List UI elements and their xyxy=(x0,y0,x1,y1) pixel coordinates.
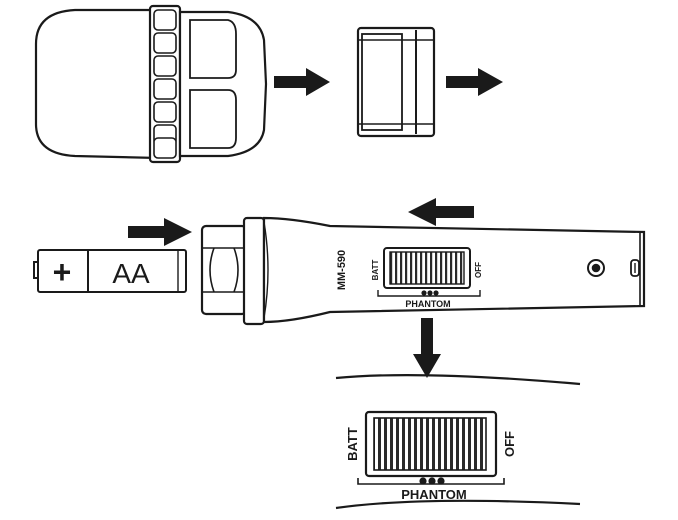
position-dot xyxy=(427,290,433,296)
switch-large-phantom-label: PHANTOM xyxy=(401,487,466,502)
power-switch-small xyxy=(377,247,481,297)
arrow-right-icon xyxy=(128,218,192,246)
screw-icon xyxy=(587,259,605,277)
battery-plus-symbol: + xyxy=(53,254,72,290)
cartridge-adapter xyxy=(356,26,436,138)
switch-small-batt-label: BATT xyxy=(371,260,380,281)
knurled-ring-pattern xyxy=(153,9,177,159)
position-dot xyxy=(433,290,439,296)
switch-large-off-label: OFF xyxy=(502,431,517,457)
power-switch-large xyxy=(357,410,505,485)
position-dot xyxy=(419,477,427,485)
arrow-left-icon xyxy=(408,198,474,226)
position-dot xyxy=(437,477,445,485)
model-label: MM-590 xyxy=(336,250,348,290)
handle-section-outline xyxy=(335,373,581,510)
switch-small-phantom-label: PHANTOM xyxy=(405,299,450,309)
battery-type-label: AA xyxy=(112,258,150,289)
mic-head-grille xyxy=(34,4,268,164)
arrow-right-icon xyxy=(274,68,330,96)
switch-small-off-label: OFF xyxy=(474,262,483,278)
connector-slot-icon xyxy=(630,259,640,277)
switch-large-batt-label: BATT xyxy=(345,427,360,461)
arrow-right-icon xyxy=(446,68,503,96)
position-dot xyxy=(421,290,427,296)
battery-cap xyxy=(200,216,266,326)
position-dot xyxy=(428,477,436,485)
aa-battery xyxy=(33,249,187,293)
arrow-down-icon xyxy=(413,318,441,378)
